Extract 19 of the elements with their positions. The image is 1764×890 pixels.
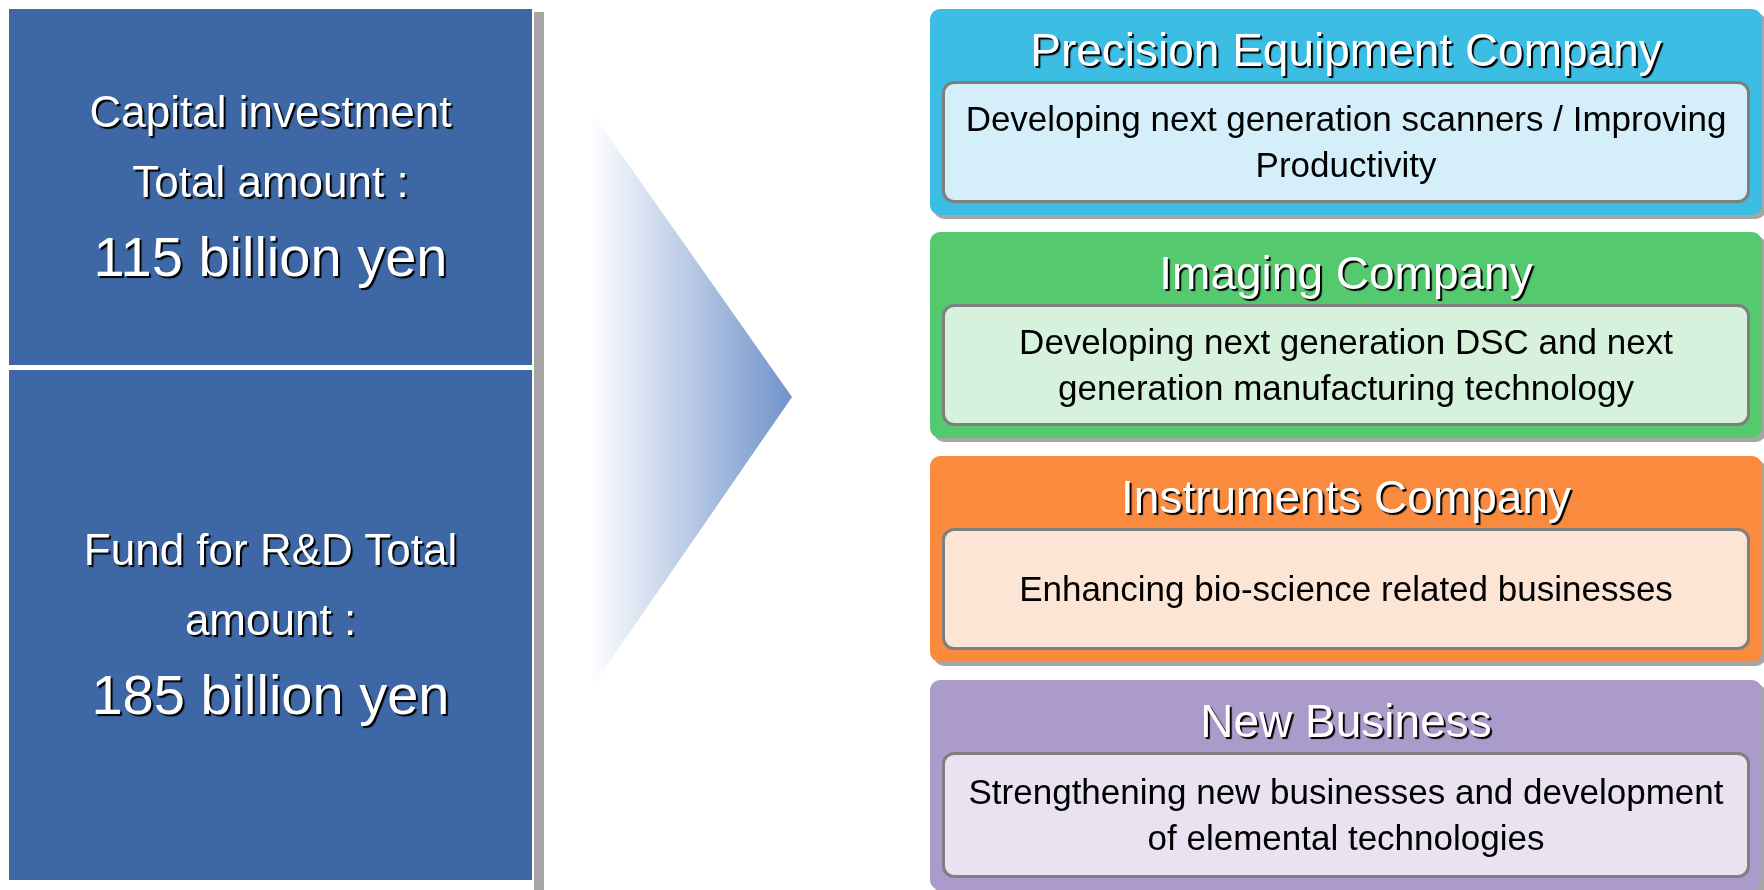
summary-panel xyxy=(9,370,532,880)
amount-text: 185 billion yen xyxy=(91,662,450,728)
division-title: Imaging Company xyxy=(1159,246,1533,300)
amount-text: 115 billion yen xyxy=(93,224,448,290)
summary-panel xyxy=(9,9,532,365)
panel-heading: Fund for R&D Total amount : xyxy=(82,524,459,646)
description-text: Strengthening new businesses and development of elemental technologies xyxy=(967,771,1725,859)
division-title: Precision Equipment Company xyxy=(1030,23,1662,77)
description-text: Developing next generation DSC and next generation manufacturing technology xyxy=(1018,321,1674,409)
division-title: New Business xyxy=(1200,694,1492,748)
description-box xyxy=(942,528,1750,650)
description-text: Developing next generation scanners / Improving Productivity xyxy=(964,98,1728,186)
description-box xyxy=(942,752,1750,878)
panel-heading: Capital investment Total amount : xyxy=(88,86,453,208)
description-box xyxy=(942,304,1750,426)
description-box xyxy=(942,81,1750,203)
description-text: Enhancing bio-science related businesses xyxy=(1019,568,1673,610)
division-title: Instruments Company xyxy=(1121,470,1571,524)
division-box xyxy=(930,680,1762,890)
